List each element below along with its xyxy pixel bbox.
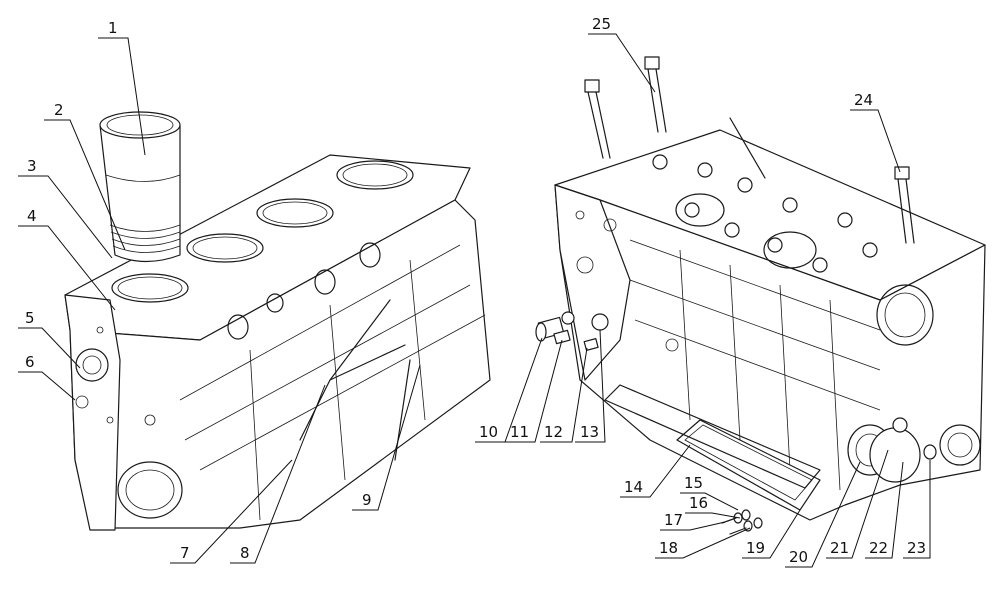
side-fittings <box>535 311 609 351</box>
callout-11: 11 <box>510 423 529 441</box>
left-block-end-plate <box>64 294 121 531</box>
callout-5: 5 <box>25 309 35 327</box>
callout-13: 13 <box>580 423 599 441</box>
callout-numbers: 1 2 3 4 5 6 7 8 9 10 11 12 13 14 15 16 1… <box>25 15 926 566</box>
callout-19: 19 <box>746 539 765 557</box>
callout-1: 1 <box>108 19 118 37</box>
callout-2: 2 <box>54 101 64 119</box>
callout-20: 20 <box>789 548 808 566</box>
callout-23: 23 <box>907 539 926 557</box>
callout-7: 7 <box>180 544 190 562</box>
callout-14: 14 <box>624 478 643 496</box>
callout-18: 18 <box>659 539 678 557</box>
callout-6: 6 <box>25 353 35 371</box>
cylinder-studs <box>584 56 915 244</box>
left-engine-block <box>64 154 491 531</box>
pump-assembly <box>847 417 937 483</box>
callout-22: 22 <box>869 539 888 557</box>
callout-3: 3 <box>27 157 37 175</box>
cover-bolts <box>721 509 763 535</box>
callout-10: 10 <box>479 423 498 441</box>
callout-12: 12 <box>544 423 563 441</box>
callout-21: 21 <box>830 539 849 557</box>
right-block-end-plate <box>554 184 631 381</box>
cylinder-liner <box>99 111 181 263</box>
callout-leaders <box>18 33 931 568</box>
callout-25: 25 <box>592 15 611 33</box>
callout-15: 15 <box>684 474 703 492</box>
callout-17: 17 <box>664 511 683 529</box>
callout-16: 16 <box>689 494 708 512</box>
callout-4: 4 <box>27 207 37 225</box>
callout-24: 24 <box>854 91 873 109</box>
callout-9: 9 <box>362 491 372 509</box>
side-cover-plate <box>604 384 821 511</box>
callout-8: 8 <box>240 544 250 562</box>
